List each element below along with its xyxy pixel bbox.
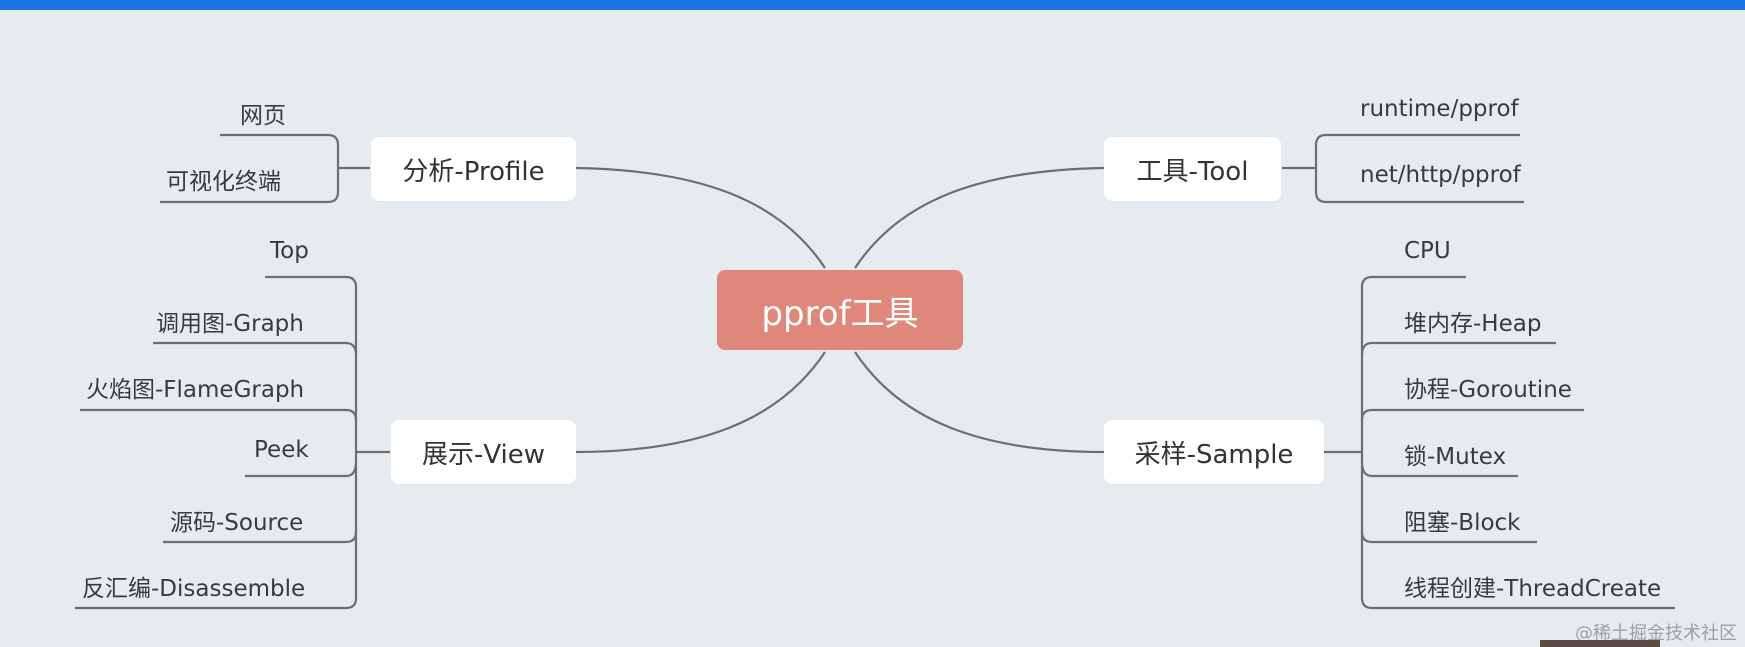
- node-view[interactable]: 展示-View: [391, 420, 576, 484]
- node-sample-label: 采样-Sample: [1134, 439, 1294, 470]
- link-profile: [574, 166, 826, 269]
- leaf-sample-goroutine[interactable]: 协程-Goroutine: [1404, 377, 1572, 403]
- leaf-sample-cpu[interactable]: CPU: [1404, 238, 1451, 264]
- link-sample: [854, 351, 1106, 454]
- leaf-view-disassemble[interactable]: 反汇编-Disassemble: [82, 576, 306, 602]
- leaf-view-peek[interactable]: Peek: [254, 437, 309, 463]
- leaf-view-source[interactable]: 源码-Source: [170, 510, 304, 536]
- corner-thumbnail: [1540, 640, 1660, 647]
- leaf-profile-terminal[interactable]: 可视化终端: [166, 169, 281, 195]
- link-tool: [854, 166, 1106, 269]
- watermark: @稀土掘金技术社区: [1575, 623, 1737, 644]
- link-view: [574, 351, 826, 454]
- top-accent-bar: [0, 0, 1745, 10]
- node-profile[interactable]: 分析-Profile: [371, 137, 576, 201]
- leaf-view-top[interactable]: Top: [270, 238, 309, 264]
- leaf-sample-mutex[interactable]: 锁-Mutex: [1404, 444, 1507, 470]
- node-tool-label: 工具-Tool: [1136, 156, 1249, 187]
- leaf-tool-net-http-pprof[interactable]: net/http/pprof: [1360, 162, 1521, 188]
- node-profile-label: 分析-Profile: [402, 156, 545, 187]
- center-node-label: pprof工具: [761, 293, 919, 334]
- leaf-sample-threadcreate[interactable]: 线程创建-ThreadCreate: [1404, 576, 1662, 602]
- leaf-tool-runtime-pprof[interactable]: runtime/pprof: [1360, 96, 1519, 122]
- center-node[interactable]: pprof工具: [717, 270, 963, 350]
- leaf-view-graph[interactable]: 调用图-Graph: [156, 311, 304, 337]
- leaf-view-flamegraph[interactable]: 火焰图-FlameGraph: [86, 377, 305, 403]
- node-tool[interactable]: 工具-Tool: [1104, 137, 1281, 201]
- node-view-label: 展示-View: [421, 439, 546, 470]
- leaf-profile-web[interactable]: 网页: [240, 103, 286, 129]
- node-sample[interactable]: 采样-Sample: [1104, 420, 1324, 484]
- leaf-sample-block[interactable]: 阻塞-Block: [1404, 510, 1521, 536]
- leaf-sample-heap[interactable]: 堆内存-Heap: [1404, 311, 1542, 337]
